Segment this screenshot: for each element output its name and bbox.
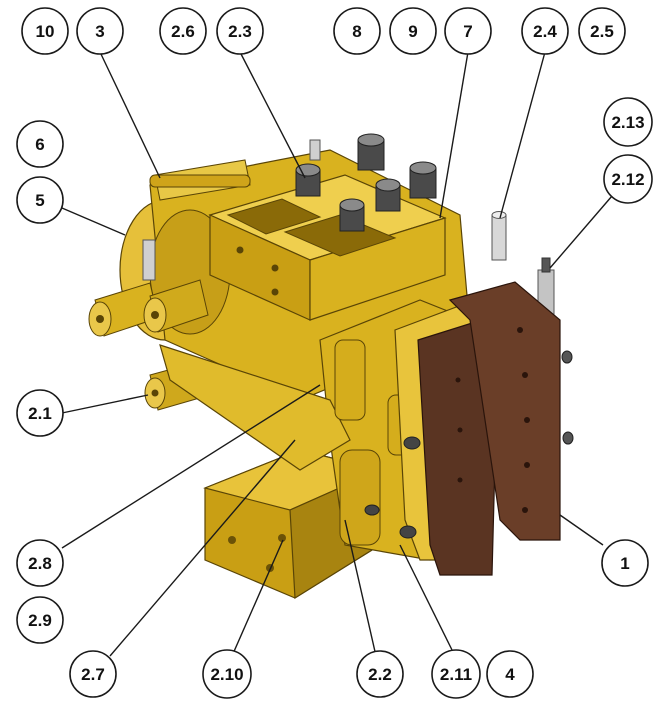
callout-2-10: 2.10 [202, 649, 252, 699]
callout-5: 5 [16, 176, 64, 224]
callout-2-3: 2.3 [216, 7, 264, 55]
callout-label: 1 [620, 554, 629, 573]
callout-8: 8 [333, 7, 381, 55]
leader-line-2-10 [231, 539, 284, 657]
leader-line-2-2 [344, 519, 377, 657]
callout-label: 6 [35, 135, 44, 154]
callout-6: 6 [16, 120, 64, 168]
callout-label: 2.5 [590, 22, 614, 41]
callout-2-9: 2.9 [16, 596, 64, 644]
callout-label: 5 [35, 191, 44, 210]
callout-label: 10 [36, 22, 55, 41]
callout-label: 3 [95, 22, 104, 41]
callout-label: 2.4 [533, 22, 557, 41]
leader-line-5 [61, 207, 126, 236]
callout-1: 1 [601, 539, 649, 587]
callout-4: 4 [486, 650, 534, 698]
callouts: 10 3 2.6 2.3 8 9 7 2.4 2.5 6 5 2.13 2.12… [16, 7, 653, 699]
callout-2-6: 2.6 [159, 7, 207, 55]
callout-label: 2.13 [611, 113, 644, 132]
callout-label: 9 [408, 22, 417, 41]
leader-line-2-3 [239, 51, 306, 179]
callout-label: 2.1 [28, 404, 52, 423]
callout-2-7: 2.7 [69, 650, 117, 698]
bolt [339, 198, 365, 232]
callout-label: 2.3 [228, 22, 252, 41]
callout-2-13: 2.13 [603, 97, 653, 147]
callout-2-2: 2.2 [356, 650, 404, 698]
callout-2-4: 2.4 [521, 7, 569, 55]
callout-label: 2.6 [171, 22, 195, 41]
callout-label: 2.9 [28, 611, 52, 630]
callout-label: 2.8 [28, 554, 52, 573]
callout-label: 4 [505, 665, 515, 684]
leader-line-2-7 [109, 439, 296, 657]
callout-label: 2.7 [81, 665, 105, 684]
callout-label: 7 [463, 22, 472, 41]
callout-2-8: 2.8 [16, 539, 64, 587]
bolt [409, 161, 437, 199]
callout-2-5: 2.5 [578, 7, 626, 55]
leader-line-2-12 [549, 195, 613, 269]
leader-line-3 [99, 51, 161, 179]
bolt [357, 133, 385, 171]
callout-3: 3 [76, 7, 124, 55]
leader-line-2-1 [61, 394, 149, 414]
callout-label: 2.11 [440, 665, 472, 684]
callout-2-12: 2.12 [603, 154, 653, 204]
leader-line-2-4 [499, 51, 546, 219]
callout-label: 2.12 [611, 170, 644, 189]
callout-label: 8 [352, 22, 361, 41]
callout-label: 2.10 [210, 665, 243, 684]
leader-line-1 [559, 514, 604, 546]
callout-2-1: 2.1 [16, 389, 64, 437]
leader-line-7 [439, 51, 469, 219]
callout-10: 10 [21, 7, 69, 55]
callout-label: 2.2 [368, 665, 392, 684]
side-bolts [364, 350, 574, 539]
leader-lines [61, 51, 613, 657]
leader-line-2-11 [399, 544, 456, 657]
brake-assembly-illustration [88, 133, 574, 600]
brake-pads [417, 281, 561, 576]
bolt [375, 178, 401, 212]
leader-line-2-8 [61, 384, 321, 549]
callout-2-11: 2.11 [431, 649, 481, 699]
callout-9: 9 [389, 7, 437, 55]
callout-7: 7 [444, 7, 492, 55]
